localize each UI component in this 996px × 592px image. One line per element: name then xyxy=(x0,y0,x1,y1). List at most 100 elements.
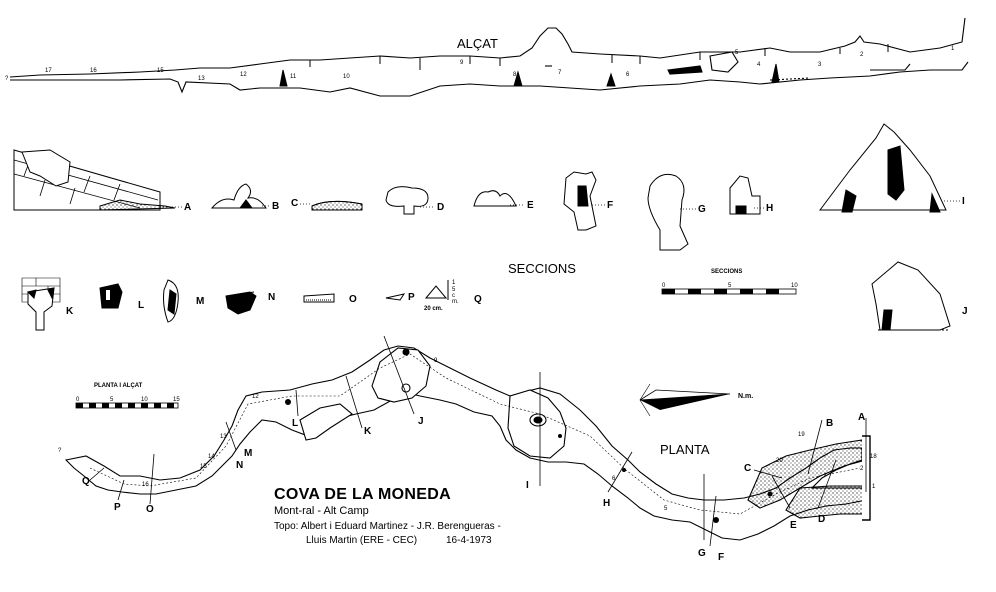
svg-text:J: J xyxy=(962,306,968,317)
svg-text:0: 0 xyxy=(662,283,666,289)
svg-text:SECCIONS: SECCIONS xyxy=(711,269,742,275)
section-b xyxy=(210,183,267,209)
svg-text:B: B xyxy=(826,418,833,429)
plan-station-labels: ? 1 2 5 6 9 12 13 14 15 16 18 19 20 xyxy=(58,358,877,512)
section-c xyxy=(311,200,363,211)
svg-text:1: 1 xyxy=(872,484,876,490)
svg-text:P: P xyxy=(114,502,121,513)
svg-text:B: B xyxy=(272,201,279,212)
plan-survey-line xyxy=(89,353,861,515)
plan-passage-l xyxy=(299,403,353,441)
svg-text:N: N xyxy=(236,460,243,471)
profile-elevation xyxy=(9,17,969,97)
svg-text:K: K xyxy=(66,306,74,317)
plan-chamber-j xyxy=(371,347,431,403)
profile-label: ALÇAT xyxy=(457,36,498,51)
section-o xyxy=(303,293,335,303)
sections-scale-bar: SECCIONS 0 5 10 xyxy=(661,269,798,295)
survey-title: COVA DE LA MONEDA xyxy=(274,486,451,503)
svg-text:5: 5 xyxy=(110,397,114,403)
svg-text:F: F xyxy=(718,552,724,563)
svg-text:16: 16 xyxy=(90,68,97,74)
plan-label: PLANTA xyxy=(660,442,710,457)
svg-text:20: 20 xyxy=(776,458,783,464)
svg-text:P: P xyxy=(408,292,415,303)
svg-text:13: 13 xyxy=(198,76,205,82)
svg-text:4: 4 xyxy=(757,62,761,68)
svg-text:19: 19 xyxy=(798,432,805,438)
svg-text:10: 10 xyxy=(141,397,148,403)
plan-section-cuts xyxy=(89,335,867,547)
svg-text:8: 8 xyxy=(513,72,517,78)
svg-text:D: D xyxy=(818,514,825,525)
svg-text:5: 5 xyxy=(664,506,668,512)
svg-text:L: L xyxy=(138,300,144,311)
svg-text:6: 6 xyxy=(626,72,630,78)
svg-text:3: 3 xyxy=(818,62,822,68)
svg-text:A: A xyxy=(184,202,191,213)
svg-text:10: 10 xyxy=(791,283,798,289)
svg-text:18: 18 xyxy=(870,454,877,460)
svg-text:9: 9 xyxy=(434,358,438,364)
svg-text:N: N xyxy=(268,292,275,303)
svg-text:Q: Q xyxy=(82,476,90,487)
sections-row-2 xyxy=(21,261,951,331)
svg-text:17: 17 xyxy=(45,68,52,74)
svg-text:L: L xyxy=(292,418,298,429)
svg-text:2: 2 xyxy=(860,466,864,472)
svg-text:H: H xyxy=(603,498,610,509)
small-scale: 1 5 c m. 20 cm. xyxy=(424,280,459,312)
svg-text:E: E xyxy=(527,200,534,211)
sections-label: SECCIONS xyxy=(508,261,576,276)
svg-text:0: 0 xyxy=(76,397,80,403)
svg-text:12: 12 xyxy=(240,72,247,78)
section-leaders xyxy=(160,200,960,210)
profile-station-labels: ? 17 16 15 13 12 11 10 9 8 7 6 5 4 3 2 1 xyxy=(5,46,955,82)
profile-floor xyxy=(10,61,969,97)
svg-text:?: ? xyxy=(5,76,9,82)
svg-text:H: H xyxy=(766,203,773,214)
profile-ceiling xyxy=(9,17,966,78)
survey-credits-2: Lluis Martin (ERE - CEC) xyxy=(306,535,418,546)
survey-location: Mont-ral - Alt Camp xyxy=(274,505,369,517)
svg-text:M: M xyxy=(196,296,204,307)
svg-text:N.m.: N.m. xyxy=(738,393,753,400)
svg-text:E: E xyxy=(790,520,797,531)
svg-text:9: 9 xyxy=(460,60,464,66)
plan-view xyxy=(64,345,871,541)
section-h xyxy=(729,175,761,215)
svg-text:5: 5 xyxy=(735,50,739,56)
section-l xyxy=(99,283,123,309)
sections-row-1 xyxy=(13,123,947,251)
north-arrow: N.m. xyxy=(639,383,753,417)
section-n xyxy=(225,291,257,315)
section-p xyxy=(385,293,406,301)
svg-text:1: 1 xyxy=(452,280,456,286)
svg-text:7: 7 xyxy=(558,70,562,76)
section-k xyxy=(21,277,61,331)
svg-text:10: 10 xyxy=(343,74,350,80)
svg-text:?: ? xyxy=(58,448,62,454)
svg-text:I: I xyxy=(962,196,965,207)
svg-text:G: G xyxy=(698,204,706,215)
plan-letters: A B C D E F G H I J K L M N O P Q xyxy=(82,412,865,563)
section-q xyxy=(424,280,449,300)
svg-text:m.: m. xyxy=(452,299,459,305)
svg-text:1: 1 xyxy=(951,46,955,52)
svg-text:C: C xyxy=(291,198,298,209)
survey-credits: Topo: Albert i Eduard Martinez - J.R. Be… xyxy=(274,521,501,532)
section-f xyxy=(563,171,597,231)
section-d xyxy=(385,186,429,215)
svg-text:5: 5 xyxy=(728,283,732,289)
section-i xyxy=(819,123,947,213)
sections-row-1-letters: A B C D E F G H I xyxy=(184,196,965,215)
svg-text:2: 2 xyxy=(860,52,864,58)
section-a xyxy=(13,149,176,211)
svg-text:11: 11 xyxy=(290,74,297,80)
svg-text:C: C xyxy=(744,463,751,474)
svg-text:M: M xyxy=(244,448,252,459)
svg-text:I: I xyxy=(526,480,529,491)
section-j xyxy=(871,261,951,331)
sections-row-2-letters: K L M N O P Q J xyxy=(66,292,968,317)
